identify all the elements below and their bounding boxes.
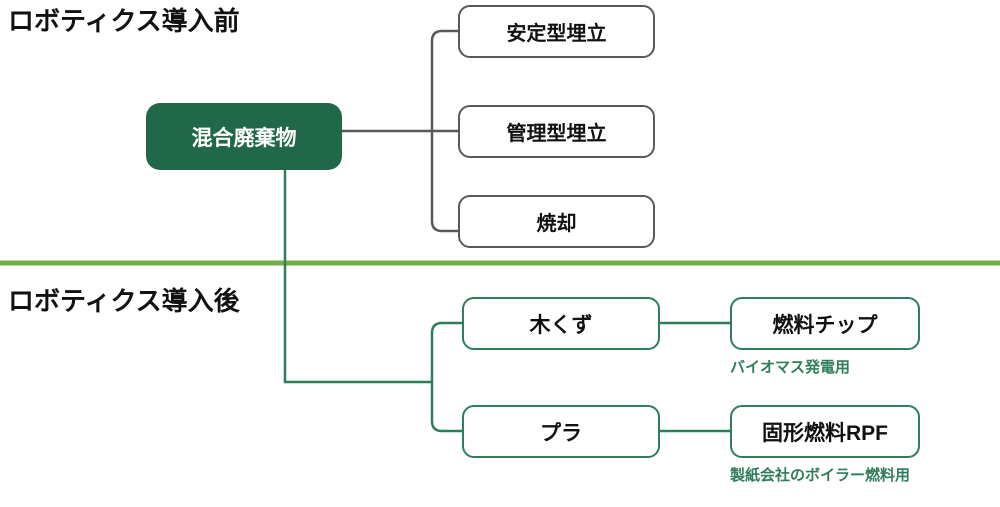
node-wood-chips-waste[interactable]: 木くず xyxy=(462,297,660,350)
node-rpf-product[interactable]: 固形燃料RPF xyxy=(730,405,920,458)
node-mixed-waste[interactable]: 混合廃棄物 xyxy=(146,103,342,170)
caption-biomass-power: バイオマス発電用 xyxy=(730,359,851,376)
node-plastic-waste[interactable]: プラ xyxy=(462,405,660,458)
node-incineration[interactable]: 焼却 xyxy=(458,195,655,248)
node-stable-landfill[interactable]: 安定型埋立 xyxy=(458,5,655,58)
caption-paper-mill-boiler-fuel: 製紙会社のボイラー燃料用 xyxy=(730,467,911,484)
node-controlled-landfill[interactable]: 管理型埋立 xyxy=(458,105,655,158)
section-title-after: ロボティクス導入後 xyxy=(8,286,240,316)
node-fuel-chip-product[interactable]: 燃料チップ xyxy=(730,297,920,350)
section-title-before: ロボティクス導入前 xyxy=(8,6,240,36)
